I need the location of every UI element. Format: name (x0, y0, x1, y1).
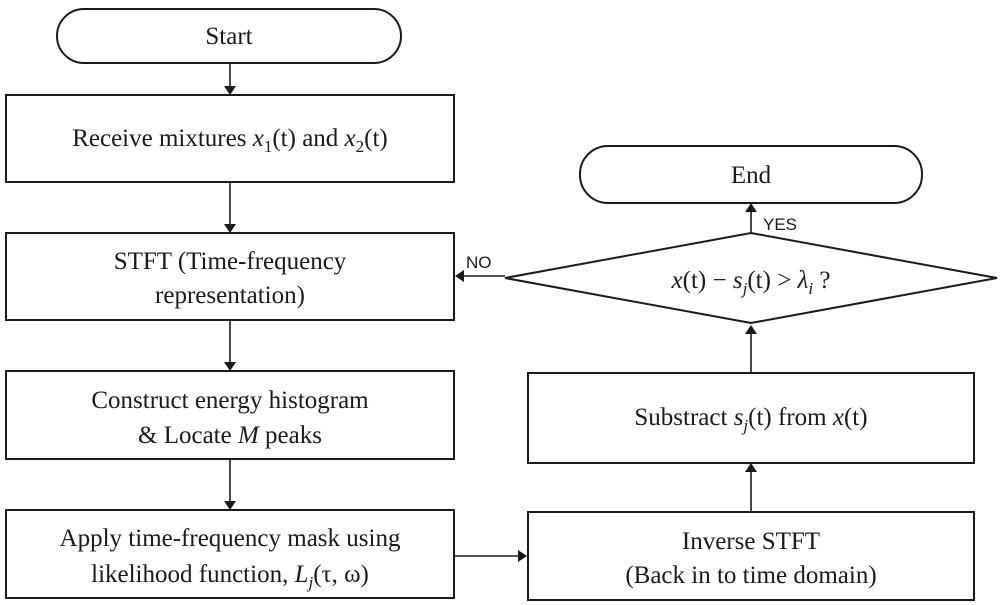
arrowhead (224, 362, 236, 371)
connectors (224, 63, 757, 562)
decision-diamond (504, 231, 998, 325)
subtract-box (527, 372, 975, 464)
stft-box (5, 232, 455, 321)
arrowhead (224, 86, 236, 95)
inverse-stft-label-line2: (Back in to time domain) (625, 562, 876, 589)
arrowhead (518, 550, 527, 562)
histogram-label-line2: & Locate M peaks (138, 422, 322, 449)
arrowhead (455, 270, 464, 282)
arrowhead (745, 203, 757, 212)
arrowhead (745, 325, 757, 334)
inverse-stft-box (527, 511, 975, 601)
inverse-stft-label-line1: Inverse STFT (682, 528, 820, 555)
no-label: NO (466, 253, 492, 272)
histogram-box (5, 370, 455, 460)
decision-label: x(t) − sj(t) > λi ? (671, 267, 831, 298)
start-label: Start (205, 23, 252, 50)
start-terminator (56, 8, 402, 64)
arrowhead (224, 501, 236, 510)
stft-label-line1: STFT (Time-frequency (114, 248, 347, 275)
histogram-label-line1: Construct energy histogram (91, 387, 369, 414)
mask-label-line1: Apply time-frequency mask using (60, 525, 401, 552)
arrowhead (745, 463, 757, 472)
end-label: End (731, 162, 772, 189)
receive-mixtures-label: Receive mixtures x1(t) and x2(t) (72, 125, 388, 156)
yes-label: YES (763, 215, 797, 234)
stft-label-line2: representation) (155, 282, 305, 309)
receive-mixtures-box (5, 94, 455, 183)
end-terminator (579, 145, 923, 204)
arrowhead (224, 224, 236, 233)
mask-label-line2: likelihood function, Lj(τ, ω) (91, 561, 369, 592)
subtract-label: Substract sj(t) from x(t) (634, 404, 867, 435)
mask-box (5, 509, 455, 599)
